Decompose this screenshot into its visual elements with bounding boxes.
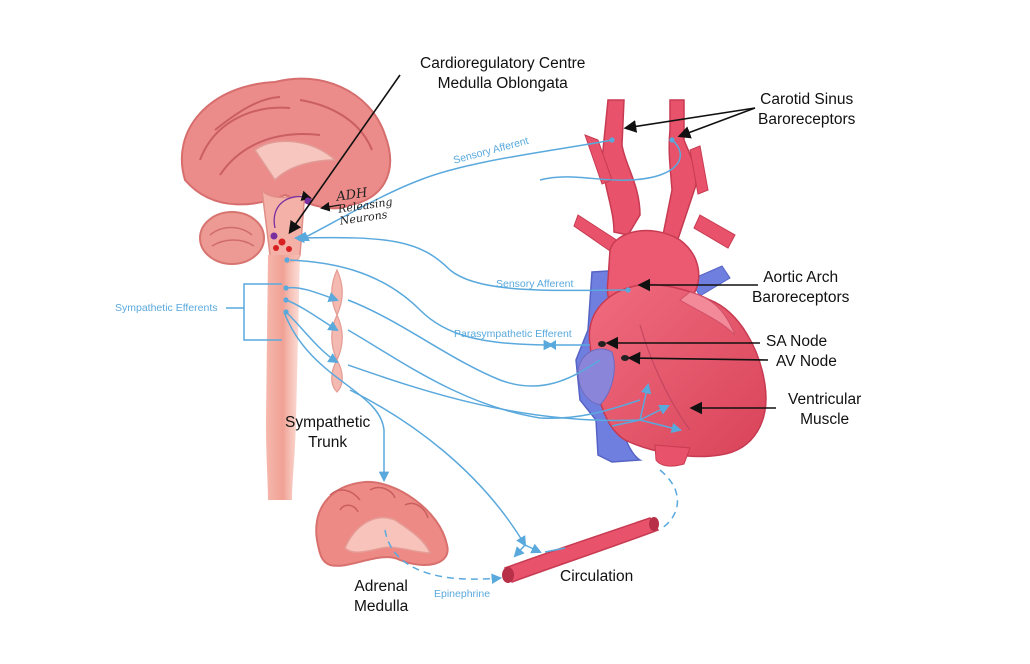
- sympathetic-trunk-label: Sympathetic Trunk: [285, 414, 371, 451]
- sensory-afferent-carotid: [298, 139, 613, 241]
- av-node-label: AV Node: [776, 353, 837, 370]
- sa-node-dot: [598, 341, 606, 347]
- sa-node-label: SA Node: [766, 333, 828, 350]
- cerebellum: [199, 211, 265, 265]
- adrenal-gland: [315, 480, 449, 567]
- epinephrine-label: Epinephrine: [434, 588, 491, 600]
- heart: [573, 99, 767, 467]
- parasympathetic-efferent-label: Parasympathetic Efferent: [454, 328, 572, 340]
- aortic-arch-label: Aortic Arch Baroreceptors: [752, 269, 850, 306]
- sensory-afferent-mid-label: Sensory Afferent: [496, 278, 574, 290]
- carotid-sinus-label: Carotid Sinus Baroreceptors: [758, 91, 856, 128]
- callout-arrows: [288, 74, 776, 415]
- sympathetic-efferents-label: Sympathetic Efferents: [115, 302, 218, 314]
- spinal-cord: [266, 255, 300, 500]
- carotid-left: [601, 99, 641, 236]
- av-node-dot: [621, 355, 629, 361]
- nerve-dots: [283, 137, 675, 350]
- adh-neurons: [270, 190, 341, 252]
- epinephrine-path: [384, 529, 503, 584]
- adrenal-efferent: [283, 311, 390, 483]
- cardioregulatory-centre-label: Cardioregulatory Centre Medulla Oblongat…: [420, 55, 586, 92]
- brain: [180, 77, 391, 265]
- circulation-vessel: [502, 517, 660, 583]
- nerve-pathways: [226, 139, 683, 584]
- parasympathetic-efferent: [289, 259, 555, 351]
- adrenal-medulla-label: Adrenal Medulla: [354, 578, 409, 615]
- ventricular-muscle-label: Ventricular Muscle: [788, 391, 862, 428]
- adh-releasing-neurons-note: ADH Releasing Neurons: [335, 185, 394, 228]
- sensory-afferent-aortic: [293, 232, 629, 292]
- circulation-label: Circulation: [560, 568, 634, 585]
